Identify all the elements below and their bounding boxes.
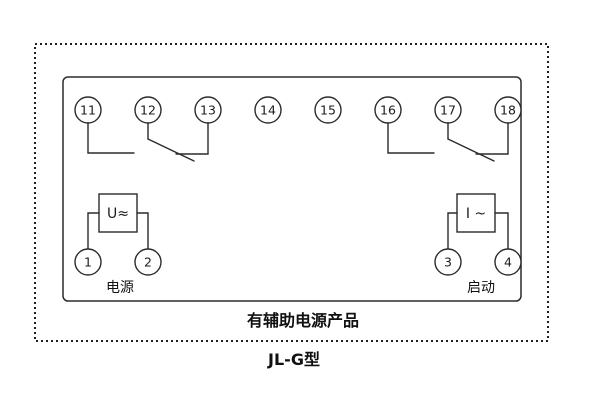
terminal-11-label: 11 (80, 103, 96, 118)
terminal-16: 16 (374, 96, 402, 124)
contact-lead-16 (387, 122, 435, 154)
contact-lead-11 (87, 122, 135, 154)
terminal-11: 11 (74, 96, 102, 124)
relay-body-outline (62, 76, 522, 302)
terminal-4-circle (494, 248, 522, 276)
outer-dotted-border (34, 43, 549, 342)
model-label: JL-G型 (267, 350, 320, 369)
terminal-13: 13 (194, 96, 222, 124)
left-changeover-contact (87, 122, 209, 162)
terminal-15-label: 15 (320, 103, 336, 118)
contact-blade-12 (147, 138, 195, 162)
terminal-3-label: 3 (444, 255, 452, 270)
terminal-18-label: 18 (500, 103, 516, 118)
terminal-18: 18 (494, 96, 522, 124)
right-changeover-contact (387, 122, 509, 162)
inner-caption: 有辅助电源产品 (247, 311, 359, 330)
terminal-1-circle (74, 248, 102, 276)
start-section: I ~ 3 4 启动 (434, 193, 522, 296)
terminal-14-circle (254, 96, 282, 124)
contact-blade-17 (447, 138, 495, 162)
terminal-12: 12 (134, 96, 162, 124)
terminal-14-label: 14 (260, 103, 276, 118)
contact-lead-13 (175, 122, 209, 155)
terminal-16-label: 16 (380, 103, 396, 118)
top-terminal-row: 11 12 13 14 15 16 (74, 96, 522, 124)
start-caption: 启动 (467, 280, 495, 296)
terminal-14: 14 (254, 96, 282, 124)
power-caption: 电源 (106, 280, 134, 296)
terminal-17-label: 17 (440, 103, 456, 118)
terminal-1-label: 1 (84, 255, 92, 270)
terminal-12-label: 12 (140, 103, 156, 118)
terminal-13-label: 13 (200, 103, 216, 118)
contact-lead-18 (475, 122, 509, 155)
terminal-15: 15 (314, 96, 342, 124)
terminal-17: 17 (434, 96, 462, 124)
power-supply-section: U≈ 1 2 电源 (74, 193, 162, 296)
power-coil-label: U≈ (107, 206, 129, 222)
start-coil-label: I ~ (466, 206, 486, 222)
terminal-3-circle (434, 248, 462, 276)
terminal-4-label: 4 (504, 255, 512, 270)
start-lead-left (447, 212, 458, 250)
terminal-2-label: 2 (144, 255, 152, 270)
terminal-15-circle (314, 96, 342, 124)
power-lead-left (87, 212, 100, 250)
power-lead-right (136, 212, 149, 250)
terminal-2-circle (134, 248, 162, 276)
start-lead-right (494, 212, 509, 250)
